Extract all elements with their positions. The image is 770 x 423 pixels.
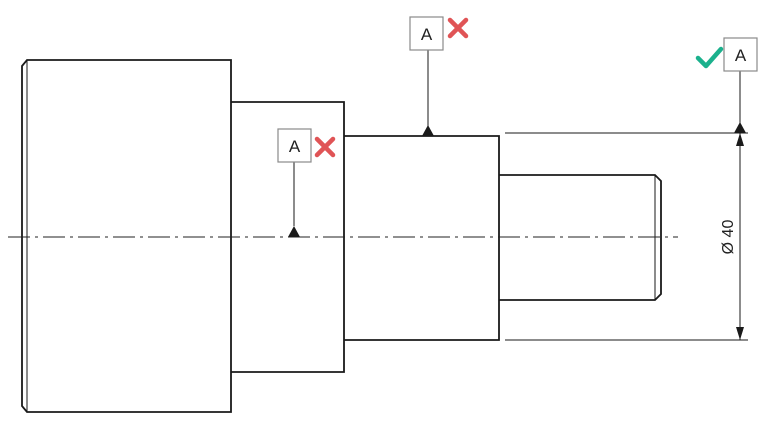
datum-middle-label: A [289,137,301,156]
shaft-outline [21,59,662,413]
diameter-text: Ø 40 [720,220,737,255]
datum-right: A [695,37,758,133]
x-mark-icon [447,17,469,39]
datum-middle: A [277,128,336,237]
datum-top-label: A [421,25,433,44]
diameter-dimension: Ø 40 [505,132,748,341]
datum-top: A [409,16,469,136]
checkmark-icon [695,46,724,69]
datum-right-label: A [735,46,747,65]
x-mark-icon [314,136,336,158]
